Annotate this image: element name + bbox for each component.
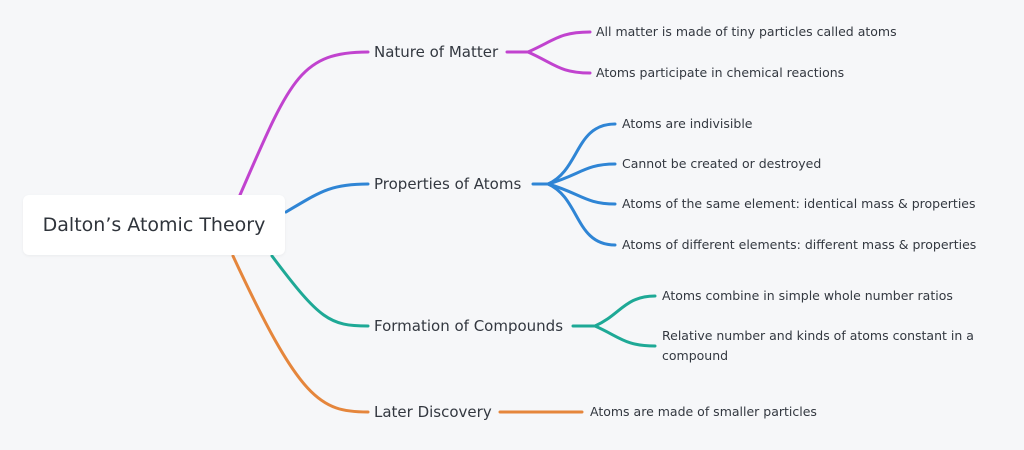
leaf-node: Atoms are made of smaller particles	[590, 404, 817, 419]
edge-root-properties	[284, 182, 370, 214]
leaf-node: Atoms combine in simple whole number rat…	[662, 288, 953, 303]
root-node: Dalton’s Atomic Theory	[23, 195, 285, 255]
branch-properties-of-atoms: Properties of Atoms	[374, 175, 522, 193]
edge-root-compounds	[270, 254, 370, 328]
leaf-node: Relative number and kinds of atoms const…	[662, 328, 974, 363]
branch-later-discovery: Later Discovery	[374, 403, 492, 421]
edge-properties-2	[546, 162, 617, 186]
leaf-node: Atoms participate in chemical reactions	[596, 65, 845, 80]
edge-nature-2	[526, 50, 592, 75]
edge-root-nature	[238, 50, 370, 197]
edge-nature-1	[505, 30, 592, 54]
leaf-node: Atoms are indivisible	[622, 116, 753, 131]
edge-compounds-2	[593, 324, 657, 348]
leaf-node: Atoms of the same element: identical mas…	[622, 196, 976, 211]
branch-nature-of-matter: Nature of Matter	[374, 43, 499, 61]
edge-compounds-1	[571, 294, 657, 328]
root-label: Dalton’s Atomic Theory	[42, 214, 266, 236]
leaf-node: Cannot be created or destroyed	[622, 156, 822, 171]
edge-properties-3	[546, 182, 617, 206]
edge-properties-4	[546, 182, 617, 247]
branch-formation-of-compounds: Formation of Compounds	[374, 317, 564, 335]
leaf-node: All matter is made of tiny particles cal…	[596, 24, 897, 39]
leaf-node: Atoms of different elements: different m…	[622, 237, 977, 252]
edge-root-later	[231, 254, 370, 414]
